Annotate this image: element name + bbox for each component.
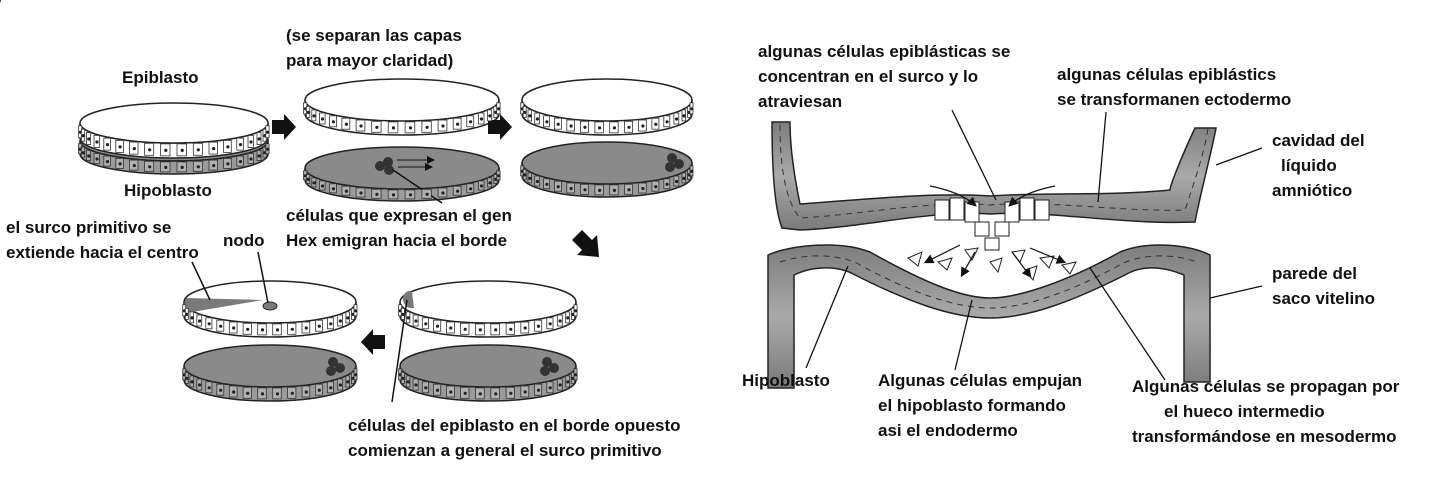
primitive-streak: [184, 298, 263, 313]
epiblast-cells-4: [398, 304, 578, 336]
empujan-line-3: asi el endodermo: [878, 421, 1018, 440]
right-panel: algunas células epiblásticas se concentr…: [742, 42, 1400, 446]
epiblast-disc-top: [79, 102, 269, 144]
hypoblast-cells-1: [78, 143, 270, 173]
hypoblast-cells-3: [520, 165, 694, 196]
propagan-line-3: transformándose en mesodermo: [1132, 427, 1397, 446]
empujan-line-2: el hipoblasto formando: [878, 396, 1066, 415]
amniotico-line-2: líquido: [1281, 156, 1337, 175]
amniotico-line-3: amniótico: [1272, 181, 1352, 200]
hypoblast-cells-2: [303, 170, 501, 200]
separation-note-line-1: (se separan las capas: [286, 26, 462, 45]
arrow-stage-1-to-2: [272, 114, 296, 140]
ectodermo-line-2: se transformanen ectodermo: [1057, 90, 1291, 109]
arrow-stage-2-to-3: [488, 114, 512, 140]
hypoblast-cells-4: [398, 368, 578, 400]
stage-2-separated: [304, 78, 500, 202]
arrow-stage-4-to-5: [361, 329, 385, 355]
borde-opuesto-line-2: comienzan a general el surco primitivo: [348, 441, 662, 460]
empujan-line-1: Algunas células empujan: [878, 371, 1082, 390]
hipoblasto-label: Hipoblasto: [124, 181, 212, 200]
surco-pointer: [191, 261, 211, 301]
stage-2-hypoblast-top: [304, 146, 500, 190]
stage-3-hex-at-edge: [521, 78, 693, 198]
nodo-pointer: [257, 251, 269, 304]
left-panel: Epiblasto Hipoblasto (se separan las cap…: [0, 0, 693, 460]
nodo-label: nodo: [223, 231, 265, 250]
ectodermo-line-1: algunas células epiblástics: [1057, 65, 1276, 84]
stage-5-streak-extends: [183, 280, 357, 402]
epiblast-cells-5: [182, 304, 358, 336]
hex-cells-cluster: [375, 156, 435, 175]
right-hipoblasto-label: Hipoblasto: [742, 371, 830, 390]
stage-2-epiblast-top: [304, 78, 500, 122]
migrating-cells: [907, 247, 1077, 282]
concentran-line-2: concentran en el surco y lo: [758, 67, 978, 86]
hex-note-line-2: Hex emigran hacia el borde: [286, 231, 507, 250]
epiblast-sheet: [771, 121, 1217, 231]
hypoblast-sheet: [767, 244, 1211, 389]
concentran-line-1: algunas células epiblásticas se: [758, 42, 1010, 61]
propagan-line-2: el hueco intermedio: [1164, 402, 1325, 421]
epiblast-cells-2: [303, 102, 501, 134]
surco-line-2: extiende hacia el centro: [6, 243, 199, 262]
amniotico-line-1: cavidad del: [1272, 131, 1365, 150]
epiblasto-label: Epiblasto: [122, 68, 199, 87]
saco-line-2: saco vitelino: [1272, 289, 1375, 308]
concentran-line-3: atraviesan: [758, 92, 842, 111]
borde-opuesto-line-1: células del epiblasto en el borde opuest…: [348, 416, 681, 435]
streak-cells: [934, 197, 1050, 251]
epiblast-cells-1: [78, 125, 270, 157]
epiblast-cells-3: [520, 102, 694, 134]
propagan-line-1: Algunas células se propagan por: [1132, 377, 1400, 396]
surco-line-1: el surco primitivo se: [6, 218, 171, 237]
hypoblast-cells-5: [182, 368, 358, 400]
stage-4-streak-start: [399, 280, 577, 402]
embryo-cross-section: [767, 121, 1217, 389]
arrow-stage-3-to-4: [572, 230, 599, 257]
separation-note-line-2: para mayor claridad): [286, 51, 453, 70]
node-mark: [262, 301, 278, 311]
migration-arrows: [923, 185, 1067, 278]
stage-1-bilaminar-disc: [79, 102, 269, 175]
hex-note-line-1: células que expresan el gen: [286, 206, 512, 225]
right-pointers: [805, 109, 1263, 381]
saco-line-1: parede del: [1272, 264, 1357, 283]
